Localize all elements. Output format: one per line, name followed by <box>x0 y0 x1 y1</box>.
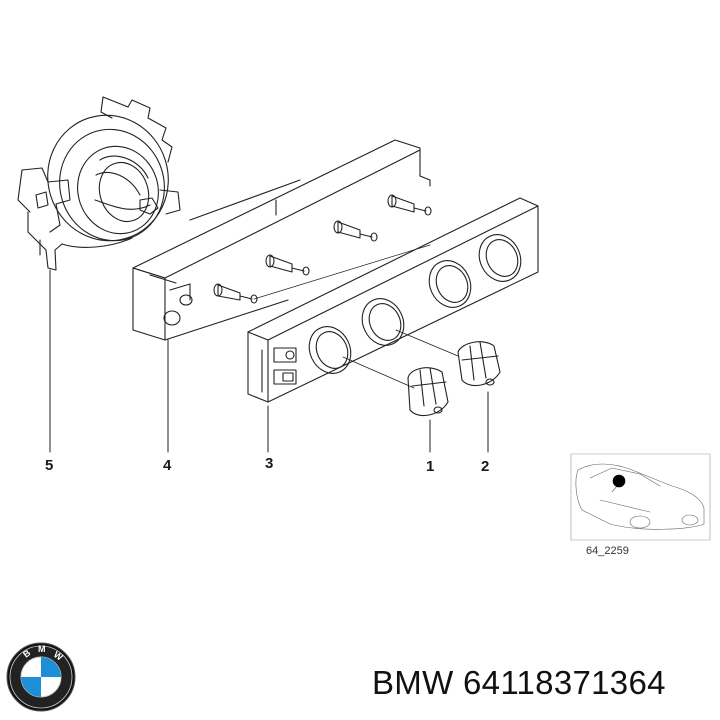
callout-5: 5 <box>45 457 54 474</box>
svg-text:M: M <box>38 644 46 654</box>
knob-1-part <box>407 367 449 453</box>
callout-4: 4 <box>163 457 172 474</box>
bmw-roundel-icon: B M W <box>6 642 76 712</box>
control-panel-faceplate-part <box>247 197 539 453</box>
callout-1: 1 <box>426 458 435 475</box>
svg-text:B: B <box>21 647 33 659</box>
control-unit-body-part <box>132 139 431 453</box>
blower-housing-part <box>17 96 181 453</box>
thumbnail-code: 64_2259 <box>586 545 629 557</box>
callout-2: 2 <box>481 458 490 475</box>
callout-3: 3 <box>265 455 274 472</box>
knob-2-part <box>457 341 501 453</box>
knob-openings <box>308 234 522 374</box>
car-locator-icon <box>570 453 711 541</box>
brand-part-number: BMW 64118371364 <box>372 664 666 701</box>
control-shafts <box>213 194 432 304</box>
